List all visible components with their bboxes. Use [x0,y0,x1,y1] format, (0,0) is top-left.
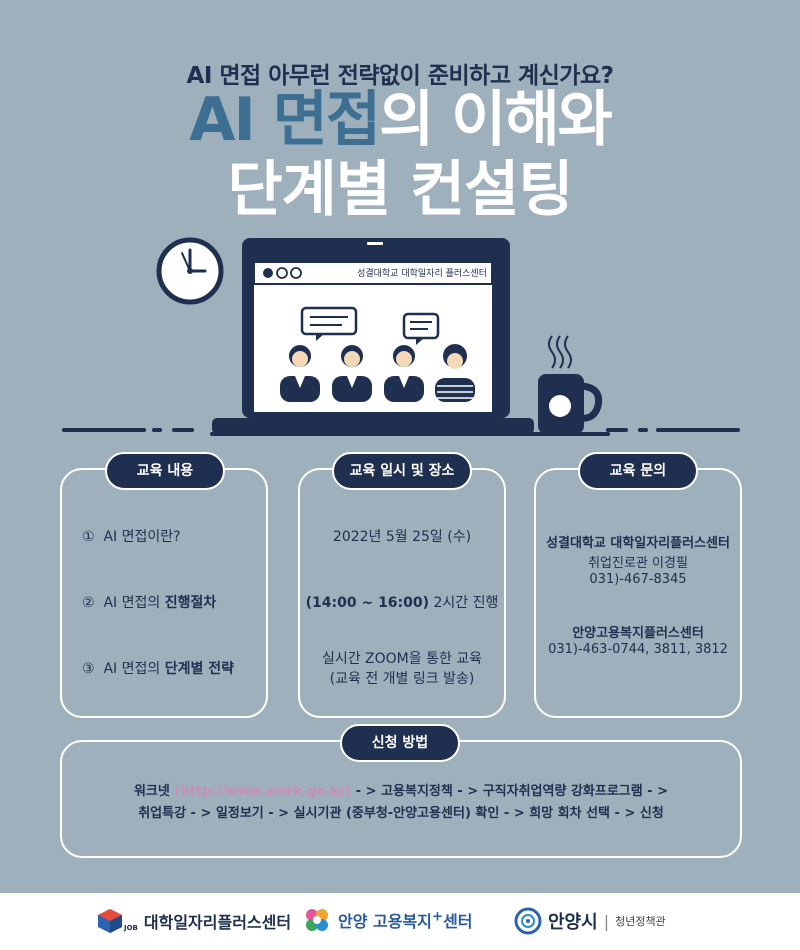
schedule-place: 실시간 ZOOM을 통한 교육 [321,651,483,667]
inquiry-contact-1: 취업진로관 이경필 [588,556,688,571]
inquiry-org-1: 성결대학교 대학일자리플러스센터 [546,536,730,551]
item-text: AI 면접의 [103,661,165,677]
content-label: 교육 내용 [105,452,225,490]
schedule-time: (14:00 ~ 16:00) 2시간 진행 [298,592,506,612]
desk-dash-left-2 [172,428,194,432]
logo-anyang-employment-center: 안양 고용복지+센터 [302,907,473,933]
schedule-place-note: (교육 전 개별 링크 발송) [329,671,475,687]
inquiry-org-2: 안양고용복지플러스센터 [572,626,704,641]
content-item-1: ① AI 면접이란? [82,526,181,546]
logo-anyang-city: 안양시 | 청년정책관 [514,907,666,935]
desk-line-left [62,428,146,432]
footer: JOB 대학일자리플러스센터 안양 고용복지+센터 안양시 | 청년정책관 [0,893,800,950]
logo2-plus: + [431,909,444,925]
logo3-divider: | [603,911,610,931]
apply-line-1: 워크넷 (http://www.work.go.kr) - > 고용복지정책 -… [60,780,742,799]
content-box [60,468,268,718]
item-text: AI 면접의 [103,595,165,611]
schedule-duration: 2시간 진행 [429,595,499,611]
item-number: ② [82,595,95,611]
clock-icon [156,237,224,305]
kicker-text: AI 면접 아무런 전략없이 준비하고 계신가요? [186,63,614,89]
inquiry-box [534,468,742,718]
main-title: AI 면접의 이해와 [0,82,800,158]
screen-caption: 성결대학교 대학일자리 플러스센터 [357,269,487,279]
logo1-badge: JOB [124,924,138,932]
content-item-3: ③ AI 면접의 단계별 전략 [82,658,234,678]
main-title-line2: 단계별 컨설팅 [227,155,573,225]
item-bold: 단계별 전략 [164,661,234,677]
desk-dash-left-1 [152,428,162,432]
logo1-text: 대학일자리플러스센터 [143,913,292,932]
apply-label: 신청 방법 [340,724,460,762]
title-highlight: AI 면접 [189,85,381,155]
logo2-text: 안양 고용복지+센터 [338,908,473,932]
logo2-tail: 센터 [443,912,473,931]
logo3-sub: 청년정책관 [615,915,666,928]
item-number: ① [82,529,95,545]
desk-dash-right-1 [606,428,628,432]
apply-worknet: 워크넷 [133,784,175,799]
apply-steps-1: - > 고용복지정책 - > 구직자취업역량 강화프로그램 - > [351,784,669,799]
content-item-2: ② AI 면접의 진행절차 [82,592,216,612]
item-text: AI 면접이란? [103,529,181,545]
item-number: ③ [82,661,95,677]
logo3-text: 안양시 [548,912,598,933]
schedule-time-range: (14:00 ~ 16:00) [305,595,430,611]
schedule-label: 교육 일시 및 장소 [332,452,472,490]
desk-line-mid [210,432,610,436]
schedule-box [298,468,506,718]
worknet-link[interactable]: (http://www.work.go.kr) [174,784,352,799]
cube-logo-icon [98,909,122,933]
desk-line-right [656,428,740,432]
logo2-main: 안양 고용복지 [338,912,432,931]
schedule-date: 2022년 5월 25일 (수) [332,529,472,545]
flower-logo-icon [306,909,328,931]
inquiry-label: 교육 문의 [578,452,698,490]
coffee-cup-icon [538,335,603,434]
desk-dash-right-2 [638,428,648,432]
inquiry-phone-2: 031)-463-0744, 3811, 3812 [548,642,728,657]
logo-university-job-center: JOB 대학일자리플러스센터 [96,907,291,935]
laptop-illustration: 성결대학교 대학일자리 플러스센터 [212,238,534,438]
apply-line-2: 취업특강 - > 일정보기 - > 실시기관 (중부청-안양고용센터) 확인 -… [138,806,664,821]
inquiry-phone-1: 031)-467-8345 [589,572,687,587]
poster-background: AI 면접 아무런 전략없이 준비하고 계신가요? AI 면접의 이해와 단계별… [0,0,800,893]
item-bold: 진행절차 [164,595,217,611]
title-rest: 의 이해와 [379,85,613,155]
city-emblem-icon [514,907,542,935]
